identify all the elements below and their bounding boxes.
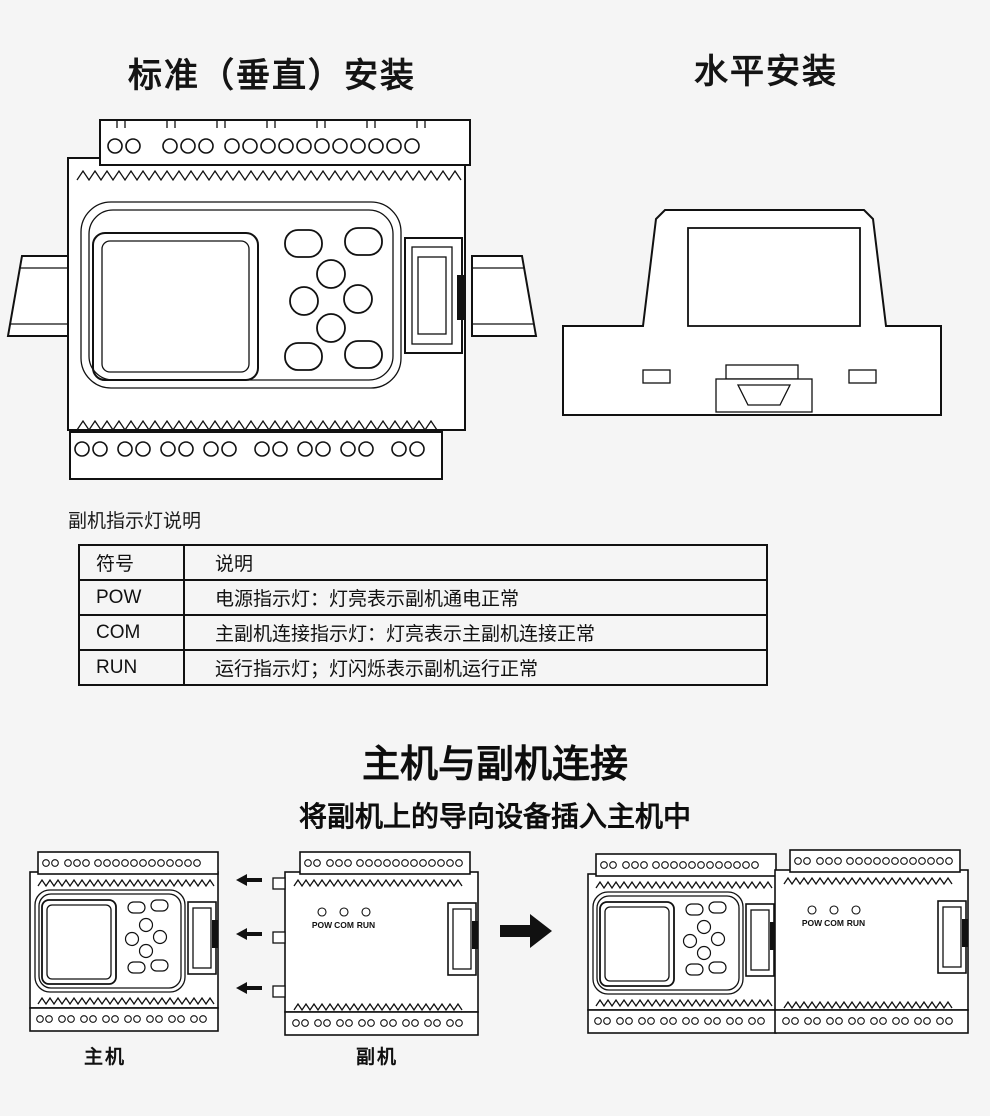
table-row: POW 电源指示灯：灯亮表示副机通电正常 bbox=[78, 579, 768, 616]
master-device-diagram bbox=[29, 851, 219, 1032]
insert-arrow-icon bbox=[236, 874, 262, 886]
horizontal-install-title: 水平安装 bbox=[694, 54, 838, 91]
display-screen bbox=[92, 232, 259, 381]
master-label: 主机 bbox=[84, 1047, 127, 1068]
slave-device-diagram bbox=[272, 851, 479, 1036]
connect-result-arrow-icon bbox=[500, 914, 552, 948]
connection-title: 主机与副机连接 bbox=[361, 744, 628, 786]
table-header-row: 符号 说明 bbox=[78, 544, 768, 581]
insert-arrow-icon bbox=[236, 982, 262, 994]
indicator-table: 符号 说明 POW 电源指示灯：灯亮表示副机通电正常 COM 主副机连接指示灯：… bbox=[78, 544, 768, 686]
device-front bbox=[67, 119, 471, 480]
expansion-connector bbox=[404, 237, 465, 354]
keypad bbox=[284, 227, 383, 371]
vertical-install-title: 标准（垂直）安装 bbox=[128, 58, 416, 95]
vent-serration bbox=[76, 419, 438, 432]
top-terminals bbox=[107, 138, 420, 154]
indicator-symbol: POW bbox=[78, 579, 185, 616]
description-header: 说明 bbox=[183, 544, 768, 581]
indicator-description: 电源指示灯：灯亮表示副机通电正常 bbox=[183, 579, 768, 616]
vent-serration bbox=[76, 169, 462, 182]
indicator-symbol: RUN bbox=[78, 649, 185, 686]
connection-subtitle: 将副机上的导向设备插入主机中 bbox=[298, 801, 691, 832]
indicator-table-caption: 副机指示灯说明 bbox=[68, 511, 202, 532]
indicator-description: 运行指示灯；灯闪烁表示副机运行正常 bbox=[183, 649, 768, 686]
connected-devices-diagram bbox=[587, 849, 969, 1034]
bottom-terminals bbox=[74, 441, 425, 457]
terminal-slots bbox=[116, 120, 426, 128]
guide-pins bbox=[272, 877, 286, 998]
vertical-install-diagram bbox=[6, 119, 538, 480]
face-panel bbox=[687, 227, 861, 327]
indicator-description: 主副机连接指示灯：灯亮表示主副机连接正常 bbox=[183, 614, 768, 651]
table-row: RUN 运行指示灯；灯闪烁表示副机运行正常 bbox=[78, 649, 768, 686]
device-profile bbox=[562, 209, 942, 416]
table-row: COM 主副机连接指示灯：灯亮表示主副机连接正常 bbox=[78, 614, 768, 651]
indicator-symbol: COM bbox=[78, 614, 185, 651]
slave-label: 副机 bbox=[356, 1047, 399, 1068]
symbol-header: 符号 bbox=[78, 544, 185, 581]
horizontal-install-diagram bbox=[562, 209, 942, 416]
din-clip bbox=[715, 364, 813, 413]
din-rail bbox=[6, 255, 538, 337]
insert-arrow-icon bbox=[236, 928, 262, 940]
